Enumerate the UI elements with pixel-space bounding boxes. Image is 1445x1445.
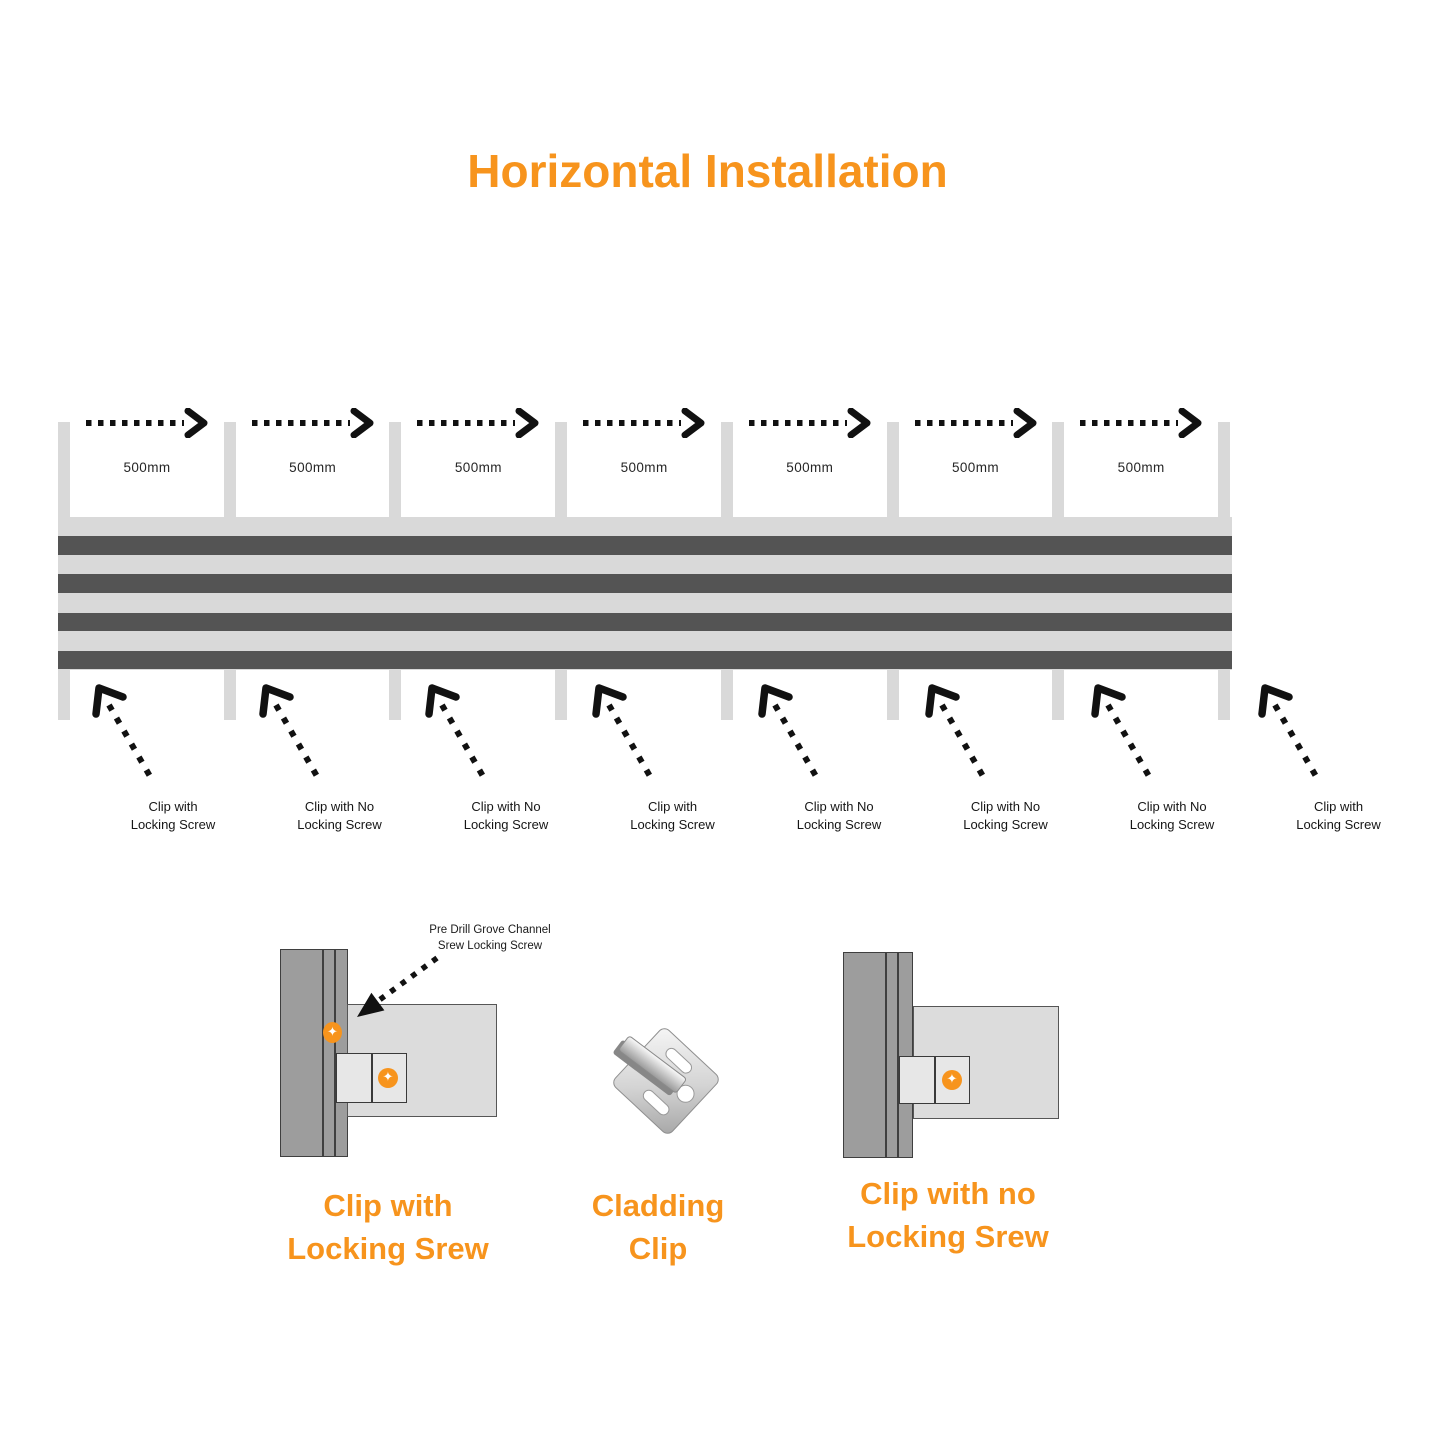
annotation-label: Pre Drill Grove Channel Srew Locking Scr… — [429, 924, 551, 952]
cladding-board — [58, 612, 1232, 632]
clip-divider — [934, 1057, 936, 1103]
clip-callout-label: Clip with No Locking Screw — [1129, 799, 1215, 832]
up-left-arrow-icon — [758, 684, 820, 780]
batten-groove — [334, 950, 336, 1156]
cladding-board — [58, 574, 1232, 593]
right-arrow-icon — [914, 408, 1036, 438]
caption-clip-no-locking-screw: Clip with no Locking Srew — [847, 1176, 1049, 1254]
caption-clip-with-locking-screw: Clip with Locking Srew — [287, 1188, 489, 1266]
page-title: Horizontal Installation — [467, 145, 948, 197]
screw-cross-glyph: ✦ — [327, 1024, 338, 1040]
spacing-label: 500mm — [620, 460, 668, 475]
up-left-arrow-icon — [591, 684, 654, 780]
up-left-arrow-icon — [924, 684, 987, 780]
right-arrow-icon — [583, 408, 705, 438]
spacing-label: 500mm — [123, 460, 171, 475]
spacing-label: 500mm — [289, 460, 337, 475]
cladding-board — [58, 650, 1232, 670]
spacing-label: 500mm — [786, 460, 834, 475]
right-arrow-icon — [251, 408, 374, 438]
clip-callout-label: Clip with No Locking Screw — [963, 799, 1048, 832]
cladding-board — [58, 536, 1232, 555]
clip-callout-label: Clip with Locking Screw — [630, 799, 715, 832]
screw-icon: ✦ — [378, 1068, 398, 1088]
up-left-arrow-icon — [1257, 684, 1320, 780]
screw-cross-glyph: ✦ — [382, 1070, 394, 1085]
up-left-arrow-icon — [92, 684, 154, 780]
right-arrow-icon — [417, 408, 539, 438]
up-left-arrow-icon — [425, 684, 487, 780]
clip-callout-label: Clip with No Locking Screw — [297, 799, 382, 832]
right-arrow-icon — [1080, 408, 1202, 438]
up-left-arrow-icon — [258, 684, 321, 780]
batten-groove — [897, 953, 899, 1157]
caption-cladding-clip: Cladding Clip — [591, 1188, 725, 1266]
clip-callout-label: Clip with No Locking Screw — [463, 799, 549, 832]
batten-groove — [885, 953, 887, 1157]
spacing-label: 500mm — [951, 460, 999, 475]
right-arrow-icon — [748, 408, 871, 438]
spacing-label: 500mm — [1117, 460, 1165, 475]
clip-callout-label: Clip with Locking Screw — [130, 799, 216, 832]
wall-batten — [843, 952, 913, 1158]
screw-cross-glyph: ✦ — [946, 1072, 958, 1087]
annotation-arrow-icon — [357, 955, 439, 1017]
clip-divider — [371, 1054, 373, 1102]
right-arrow-icon — [86, 408, 208, 438]
clip-callout-label: Clip with No Locking Screw — [796, 799, 882, 832]
spacing-label: 500mm — [454, 460, 502, 475]
clip-callout-label: Clip with Locking Screw — [1296, 799, 1381, 832]
up-left-arrow-icon — [1091, 684, 1153, 780]
cladding-clip-photo — [613, 1028, 719, 1134]
batten-groove — [322, 950, 324, 1156]
screw-icon: ✦ — [942, 1070, 962, 1090]
locking-screw-icon: ✦ — [323, 1022, 342, 1043]
